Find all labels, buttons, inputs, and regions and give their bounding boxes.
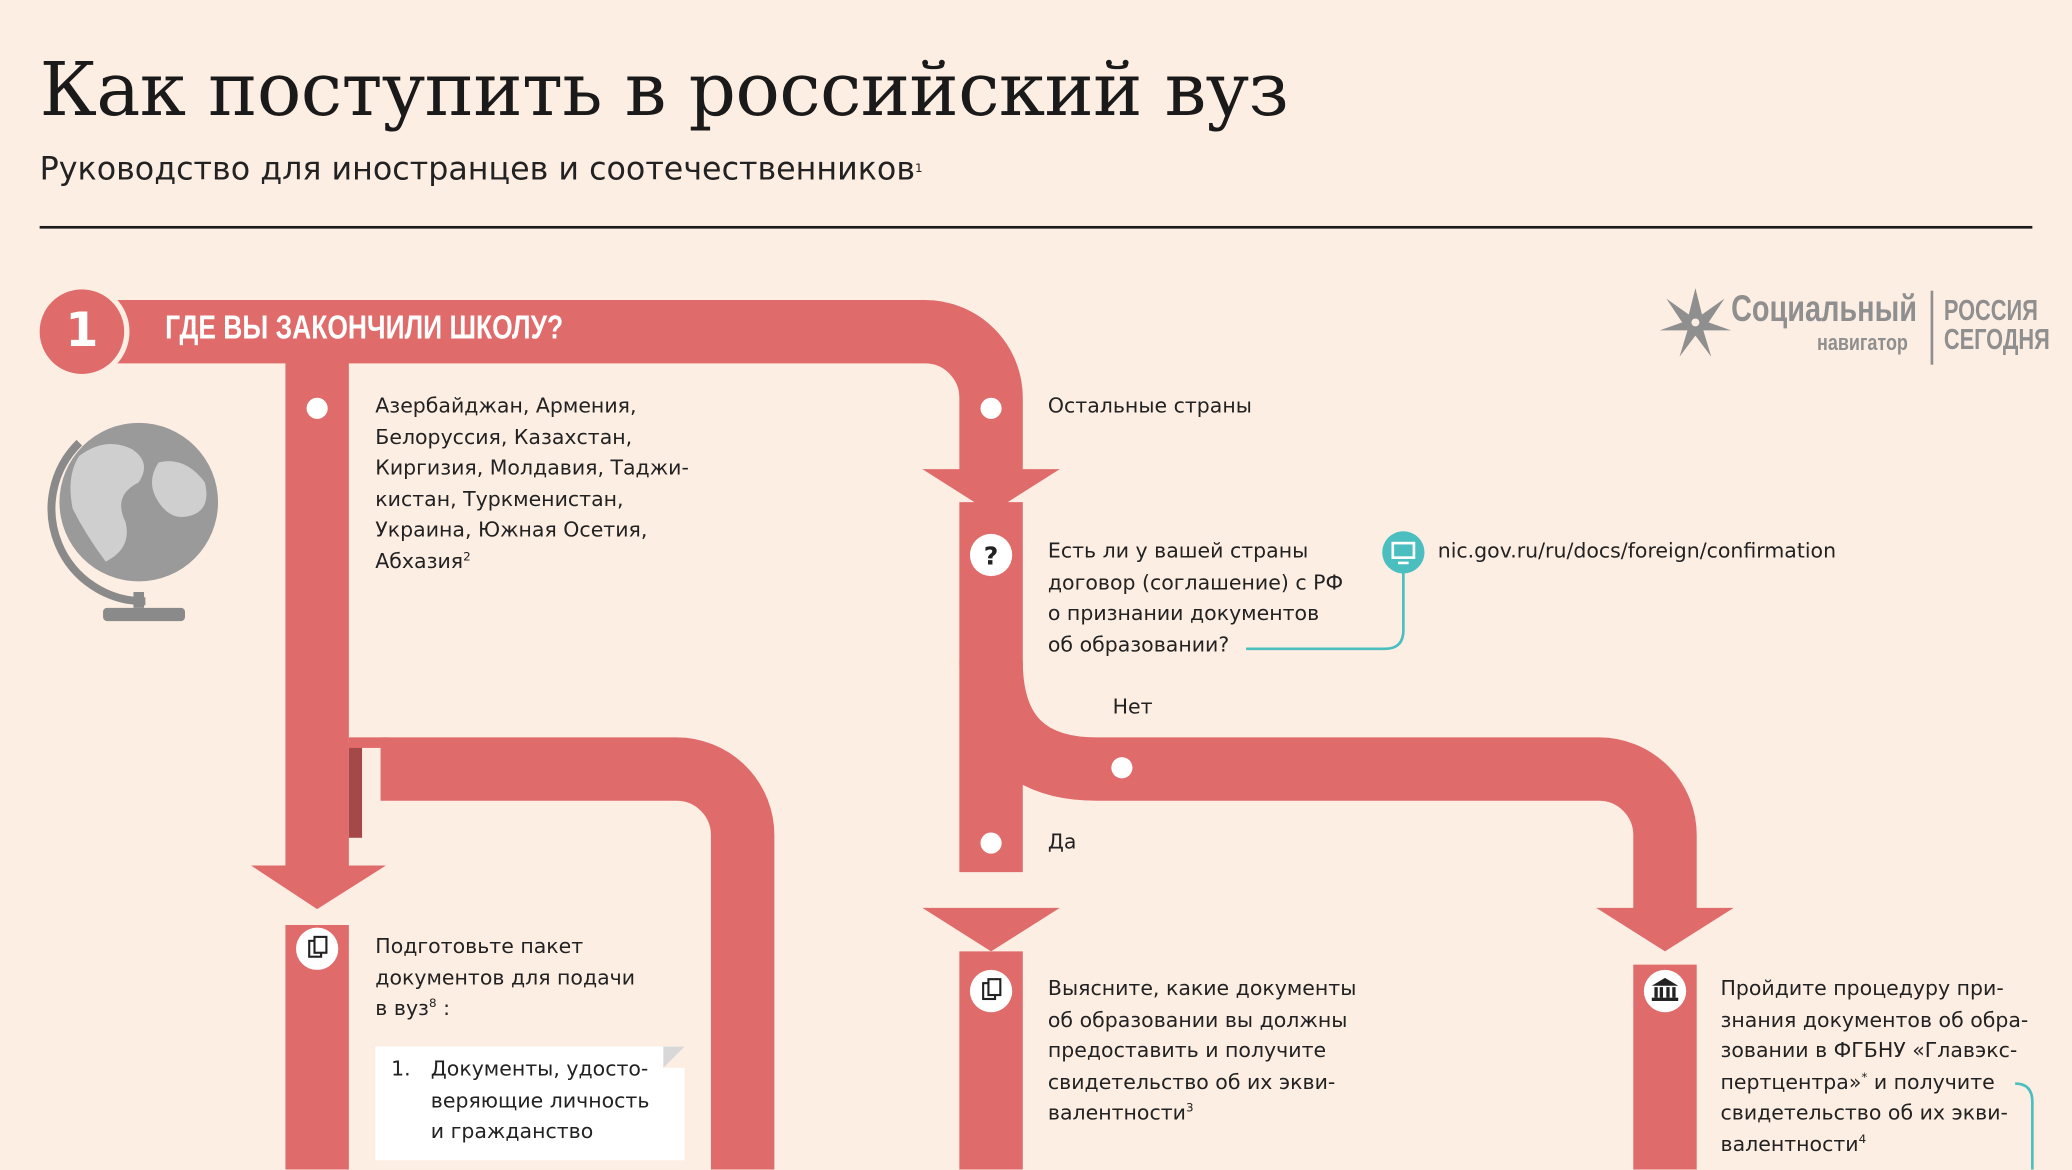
link-connector <box>2015 1082 2034 1170</box>
branch-cis-countries: Азербайджан, Армения,Белоруссия, Казахст… <box>375 393 689 574</box>
branch-dot <box>980 397 1002 419</box>
pipe-top <box>81 299 1023 476</box>
arrow-head <box>922 469 1060 513</box>
branch-dot <box>306 397 328 419</box>
step-number-badge: 1 <box>39 289 125 374</box>
pipe-middle <box>380 737 775 1170</box>
answer-no: Нет <box>1112 695 1153 719</box>
answer-yes: Да <box>1047 829 1077 854</box>
pipe-shadow <box>348 742 363 838</box>
branch-other-countries: Остальные страны <box>1047 393 1252 418</box>
step-question: ГДЕ ВЫ ЗАКОНЧИЛИ ШКОЛУ? <box>165 309 564 347</box>
institution-icon <box>1651 977 1679 1001</box>
footnote-ref: 1 <box>915 162 923 176</box>
document-icon <box>308 935 1002 1001</box>
recognition-procedure: Пройдите процедуру при-знания документов… <box>1720 976 2029 1157</box>
list-number: 1. <box>391 1057 411 1081</box>
page-title: Как поступить в российский вуз <box>39 47 1289 134</box>
branch-dot <box>1111 757 1133 779</box>
question-node <box>969 533 1013 577</box>
pipe-no <box>959 659 1697 912</box>
step-node <box>1643 969 1687 1013</box>
arrow-head <box>251 865 386 910</box>
question-icon: ? <box>984 541 999 570</box>
header-divider <box>39 225 2033 229</box>
globe-icon <box>47 422 219 622</box>
arrow-head <box>922 907 1060 952</box>
subtitle-text: Руководство для иностранцев и соотечеств… <box>39 150 916 188</box>
snowflake-logo-icon <box>1659 288 1732 357</box>
link-connector <box>1246 570 1405 651</box>
branch-dot <box>980 832 1002 854</box>
logo-brand-sub: навигатор <box>1816 330 1908 356</box>
page-subtitle: Руководство для иностранцев и соотечеств… <box>40 151 923 188</box>
arrow-head <box>1596 907 1734 952</box>
treaty-link[interactable]: nic.gov.ru/ru/docs/foreign/confirmation <box>1437 539 1837 563</box>
monitor-icon <box>1382 531 1425 574</box>
logo-brand: Социальный <box>1731 288 1917 330</box>
